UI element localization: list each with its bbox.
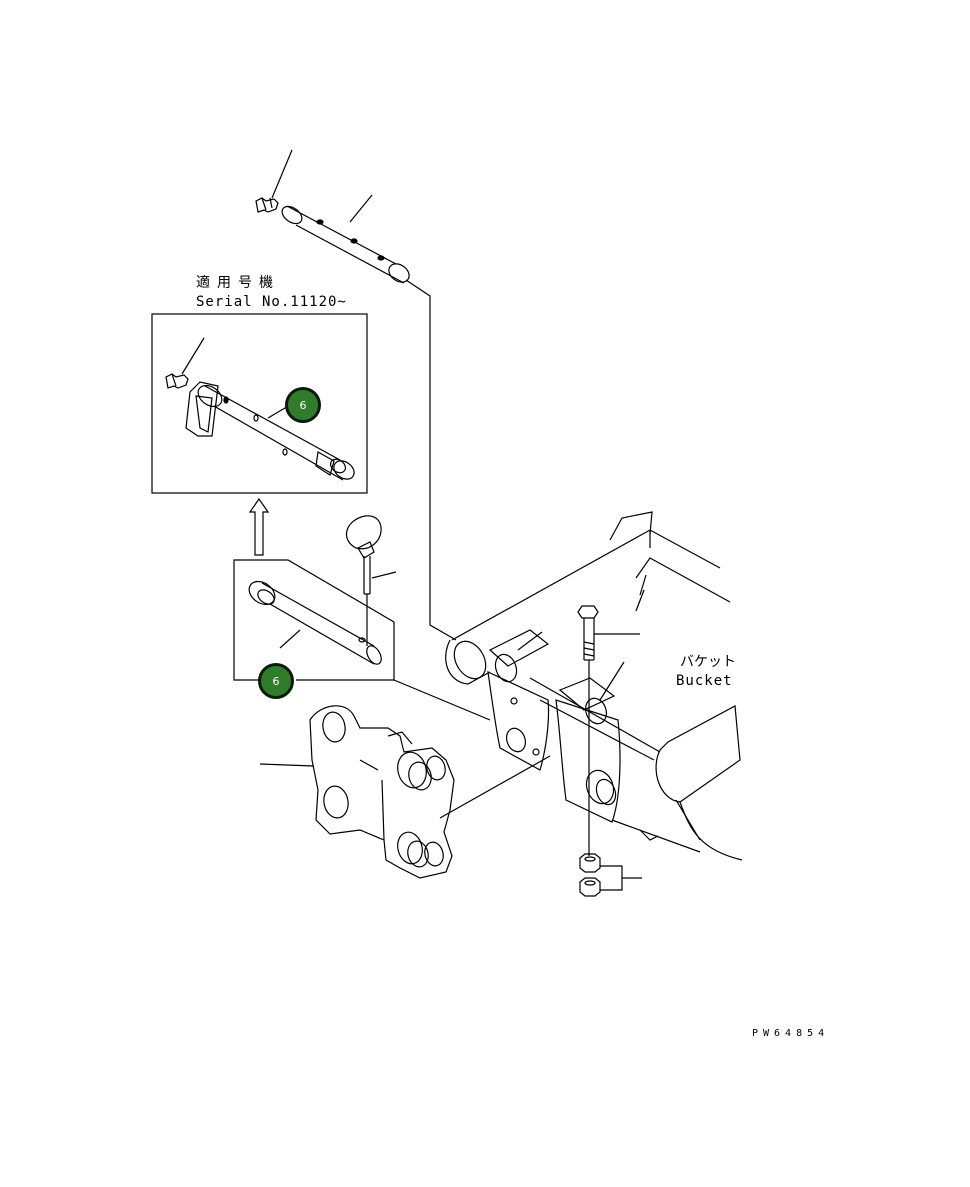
leader-grease-nipple-inset xyxy=(181,337,205,375)
pin-with-plate-inset xyxy=(185,381,355,481)
leader-bucket-boss xyxy=(517,631,543,651)
leader-link xyxy=(259,763,315,767)
leader-bucket-side xyxy=(599,661,625,701)
leader-pin-lower xyxy=(279,629,301,649)
serial-inset-box xyxy=(151,313,368,494)
leader-pin-top xyxy=(349,194,373,223)
drawing-id: PW64854 xyxy=(752,1028,830,1039)
bucket xyxy=(445,511,743,861)
leader-lock-pin xyxy=(371,571,397,579)
serial-label-jp: 適用号機 xyxy=(196,275,280,291)
leader-link-to-bucket xyxy=(439,755,551,819)
callout-6-bottom[interactable]: 6 xyxy=(258,663,294,699)
bucket-label-jp: バケット xyxy=(680,654,736,670)
callout-6-top[interactable]: 6 xyxy=(285,387,321,423)
callout-number: 6 xyxy=(272,674,280,688)
link xyxy=(309,705,455,879)
callout-number: 6 xyxy=(299,398,307,412)
nuts xyxy=(579,853,601,897)
lock-pin xyxy=(345,515,382,646)
pin-top xyxy=(281,205,410,284)
bolt xyxy=(577,605,599,856)
pin-lower xyxy=(248,580,382,665)
grease-nipple-top xyxy=(255,197,279,213)
leader-grease-nipple-top xyxy=(271,149,293,199)
leader-pin-lower-to-link xyxy=(393,679,491,721)
serial-label-en: Serial No.11120~ xyxy=(196,294,347,310)
leader-nuts-bracket xyxy=(600,865,623,891)
leader-pin-top-to-boom xyxy=(405,279,457,641)
up-arrow-icon xyxy=(248,497,270,556)
bucket-label-en: Bucket xyxy=(676,673,733,689)
grease-nipple-inset xyxy=(165,373,189,389)
